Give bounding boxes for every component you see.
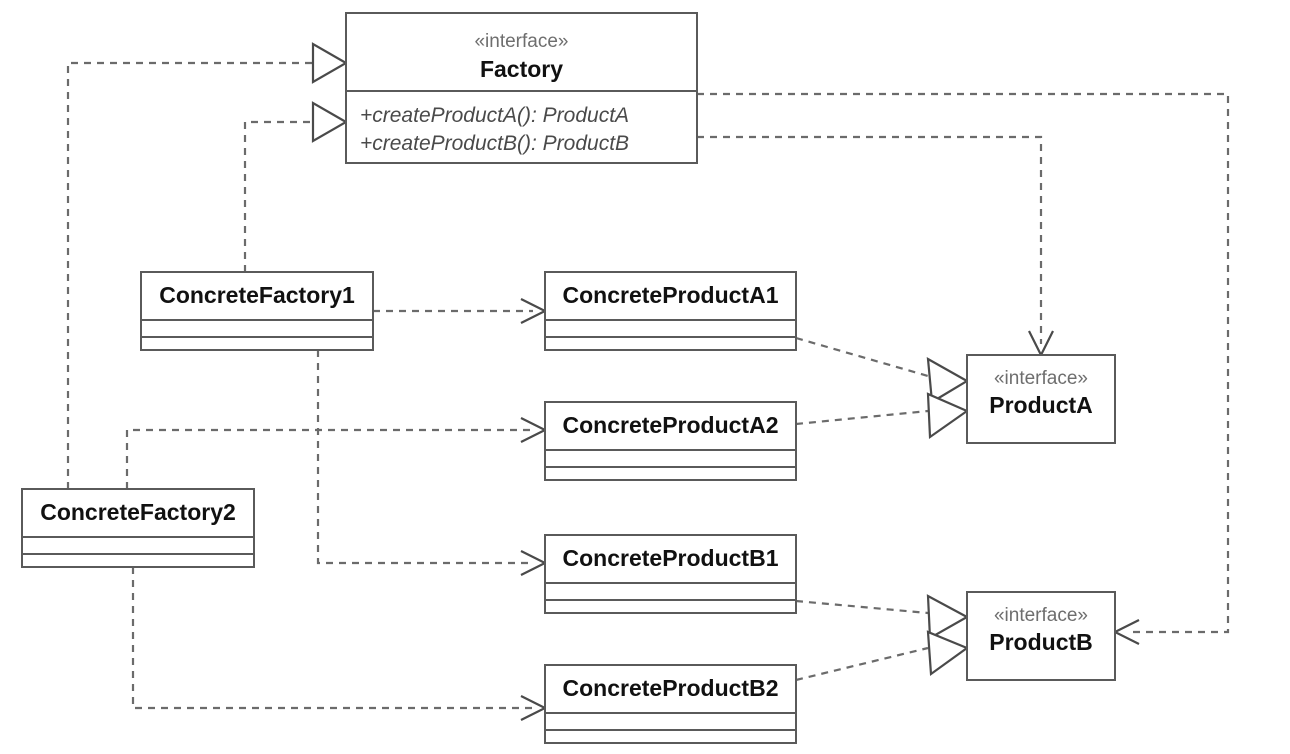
dependency-arrowhead-cpb2 <box>520 695 548 721</box>
realization-triangle-factory-bottom <box>311 101 349 143</box>
realization-triangle-producta-top <box>926 357 970 404</box>
connector-cpb2-realizes-pb[interactable] <box>795 646 929 682</box>
arrowheads-layer <box>311 42 1140 721</box>
connector-cpa2-realizes-pa[interactable] <box>795 409 929 426</box>
product-b-stereotype: «interface» <box>994 605 1088 626</box>
connector-cf2-creates-cpa2[interactable] <box>125 428 533 489</box>
concrete-product-b1-class-name: ConcreteProductB1 <box>563 545 779 571</box>
realization-triangle-producta-bottom <box>926 392 970 440</box>
connectors-layer <box>66 61 1230 710</box>
factory-class-name: Factory <box>480 56 563 82</box>
factory-method-create-product-b: +createProductB(): ProductB <box>360 132 629 155</box>
concrete-product-a2-class-name: ConcreteProductA2 <box>563 412 779 438</box>
connector-cf2-creates-cpb2[interactable] <box>131 567 533 710</box>
realization-triangle-productb-top <box>926 594 970 640</box>
connector-factory-depends-pa[interactable] <box>697 135 1043 344</box>
concrete-factory-2-class-name: ConcreteFactory2 <box>40 499 236 525</box>
connector-factory-depends-pb[interactable] <box>697 92 1230 634</box>
connector-cf2-realizes-factory[interactable] <box>66 61 313 489</box>
connector-cf1-realizes-factory[interactable] <box>243 120 313 272</box>
class-box-product-b[interactable]: «interface» ProductB <box>966 591 1116 681</box>
class-box-concrete-product-a2[interactable]: ConcreteProductA2 <box>544 401 797 481</box>
realization-triangle-factory-top <box>311 42 349 84</box>
factory-stereotype: «interface» <box>474 31 568 52</box>
class-box-factory[interactable]: «interface» Factory +createProductA(): P… <box>345 12 698 164</box>
class-box-concrete-factory-1[interactable]: ConcreteFactory1 <box>140 271 374 351</box>
class-box-concrete-factory-2[interactable]: ConcreteFactory2 <box>21 488 255 568</box>
product-a-class-name: ProductA <box>989 392 1093 418</box>
class-box-concrete-product-b2[interactable]: ConcreteProductB2 <box>544 664 797 744</box>
connector-cpb1-realizes-pb[interactable] <box>795 599 929 615</box>
connector-cf1-creates-cpb1[interactable] <box>316 350 533 565</box>
realization-triangle-productb-bottom <box>926 630 970 677</box>
product-a-stereotype: «interface» <box>994 368 1088 389</box>
concrete-product-a1-class-name: ConcreteProductA1 <box>563 282 779 308</box>
class-box-concrete-product-b1[interactable]: ConcreteProductB1 <box>544 534 797 614</box>
class-box-product-a[interactable]: «interface» ProductA <box>966 354 1116 444</box>
connector-cpa1-realizes-pa[interactable] <box>795 336 929 378</box>
concrete-factory-1-class-name: ConcreteFactory1 <box>159 282 355 308</box>
product-b-class-name: ProductB <box>989 629 1093 655</box>
concrete-product-b2-class-name: ConcreteProductB2 <box>563 675 779 701</box>
class-box-concrete-product-a1[interactable]: ConcreteProductA1 <box>544 271 797 351</box>
factory-method-create-product-a: +createProductA(): ProductA <box>360 104 629 127</box>
